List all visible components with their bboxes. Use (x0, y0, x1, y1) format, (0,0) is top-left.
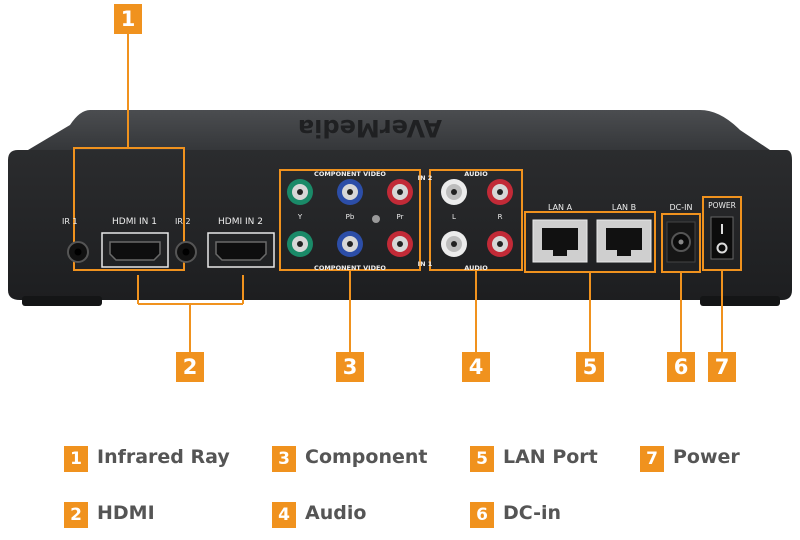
ir2-label: IR 2 (175, 217, 191, 226)
hdmi2-port (215, 241, 267, 261)
legend-label-4: Audio (305, 502, 367, 524)
hdmi1-port-frame (101, 232, 169, 268)
rca-audio-l-bottom (441, 231, 467, 257)
component-in2-label: IN 2 (418, 174, 433, 182)
component-y-label: Y (297, 213, 303, 221)
legend-label-1: Infrared Ray (97, 446, 230, 468)
legend-badge-2: 2 (64, 502, 88, 528)
legend-badge-1: 1 (64, 446, 88, 472)
component-video-label-top: COMPONENT VIDEO (314, 170, 386, 178)
callout-badge-7: 7 (708, 352, 736, 382)
rca-pr-top (387, 179, 413, 205)
device-foot-right (700, 296, 780, 306)
hdmi2-label: HDMI IN 2 (218, 217, 263, 227)
legend-badge-5: 5 (470, 446, 494, 472)
rca-pb-top (337, 179, 363, 205)
callout-badge-4: 4 (462, 352, 490, 382)
legend-badge-3: 3 (272, 446, 296, 472)
dc-in-label: DC-IN (670, 203, 693, 212)
callout-badge-3: 3 (336, 352, 364, 382)
ground-screw (372, 215, 380, 223)
dc-in-jack (666, 221, 696, 263)
component-pr-label: Pr (397, 213, 404, 221)
legend-label-6: DC-in (503, 502, 562, 524)
rca-audio-r-top (487, 179, 513, 205)
lan-b-label: LAN B (612, 203, 636, 212)
rca-audio-l-top (441, 179, 467, 205)
audio-r-label: R (498, 213, 503, 221)
component-pb-label: Pb (346, 213, 355, 221)
lan-a-port (532, 219, 588, 263)
hdmi1-port (109, 241, 161, 261)
legend-label-2: HDMI (97, 502, 155, 524)
power-label: POWER (708, 201, 736, 210)
rca-y-bottom (287, 231, 313, 257)
component-video-label-bottom: COMPONENT VIDEO (314, 264, 386, 272)
hdmi2-port-frame (207, 232, 275, 268)
power-switch (710, 216, 734, 260)
device-rear-face (8, 150, 792, 300)
callout-badge-5: 5 (576, 352, 604, 382)
audio-label-bottom: AUDIO (464, 264, 488, 272)
brand-logo: AVerMedia (298, 114, 442, 142)
audio-l-label: L (452, 213, 456, 221)
legend-badge-6: 6 (470, 502, 494, 528)
rca-pr-bottom (387, 231, 413, 257)
legend-badge-4: 4 (272, 502, 296, 528)
callout-badge-6: 6 (667, 352, 695, 382)
ir1-label: IR 1 (62, 217, 78, 226)
rca-pb-bottom (337, 231, 363, 257)
lan-a-label: LAN A (548, 203, 573, 212)
rca-y-top (287, 179, 313, 205)
legend-label-3: Component (305, 446, 428, 468)
hdmi1-label: HDMI IN 1 (112, 217, 157, 227)
rca-audio-r-bottom (487, 231, 513, 257)
device-top-surface (28, 110, 770, 150)
legend-label-7: Power (673, 446, 740, 468)
legend-label-5: LAN Port (503, 446, 598, 468)
callout-badge-1: 1 (114, 4, 142, 34)
callout-badge-2: 2 (176, 352, 204, 382)
audio-label-top: AUDIO (464, 170, 488, 178)
lan-b-port (596, 219, 652, 263)
device-foot-left (22, 296, 102, 306)
component-in1-label: IN 1 (418, 260, 433, 268)
legend-badge-7: 7 (640, 446, 664, 472)
